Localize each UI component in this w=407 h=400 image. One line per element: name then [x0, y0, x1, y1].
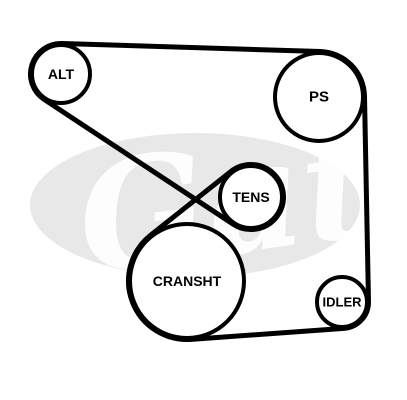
pulley-alt: ALT: [30, 43, 92, 105]
pulley-alt-circle: [30, 43, 92, 105]
pulley-idler: IDLER: [315, 275, 369, 329]
pulley-alt-label: ALT: [48, 66, 75, 82]
pulley-cransht: CRANSHT: [128, 222, 246, 340]
pulley-idler-label: IDLER: [323, 295, 363, 310]
pulley-cransht-circle: [128, 222, 246, 340]
pulley-ps: PS: [273, 51, 365, 143]
pulley-tens-label: TENS: [232, 189, 269, 205]
pulley-idler-circle: [315, 275, 369, 329]
pulley-ps-label: PS: [309, 89, 329, 106]
pulley-cransht-label: CRANSHT: [153, 273, 222, 289]
watermark-oval: [30, 133, 360, 277]
pulley-tens: TENS: [218, 164, 284, 230]
pulley-ps-circle: [273, 51, 365, 143]
pulley-tens-circle: [218, 164, 284, 230]
